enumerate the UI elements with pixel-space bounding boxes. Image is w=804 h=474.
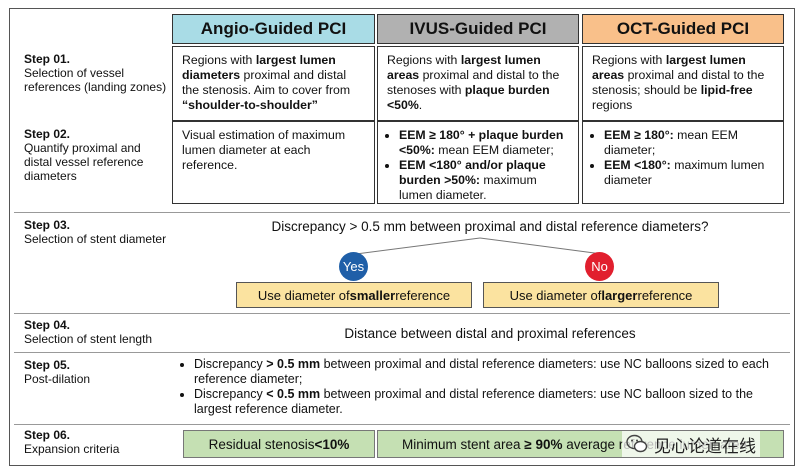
step1-oct-box: Regions with largest lumen areas proxima…	[582, 46, 784, 121]
header-oct: OCT-Guided PCI	[582, 14, 784, 44]
step-description: Selection of stent length	[24, 332, 153, 346]
step1-angio-box: Regions with largest lumen diameters pro…	[172, 46, 375, 121]
smaller-reference-box: Use diameter of smaller reference	[236, 282, 472, 308]
step-05-label: Step 05. Post-dilation	[24, 358, 184, 386]
step-description: Expansion criteria	[24, 442, 120, 456]
step2-angio-box: Visual estimation of maximum lumen diame…	[172, 121, 375, 204]
step-number: Step 04.	[24, 318, 71, 332]
separator	[14, 352, 790, 353]
header-ivus: IVUS-Guided PCI	[377, 14, 579, 44]
step-03-label: Step 03. Selection of stent diameter	[24, 218, 184, 246]
step-description: Quantify proximal and distal vessel refe…	[24, 141, 144, 183]
step-06-label: Step 06. Expansion criteria	[24, 428, 184, 456]
list-item: Discrepancy > 0.5 mm between proximal an…	[194, 357, 785, 387]
watermark: 见心论道在线	[622, 431, 760, 457]
yes-circle: Yes	[339, 252, 368, 281]
separator	[14, 424, 790, 425]
list-item: EEM ≥ 180°: mean EEM diameter;	[604, 128, 774, 158]
residual-stenosis-box: Residual stenosis <10%	[183, 430, 375, 458]
list-item: EEM ≥ 180° + plaque burden <50%: mean EE…	[399, 128, 572, 158]
separator	[14, 212, 790, 213]
larger-reference-box: Use diameter of larger reference	[483, 282, 719, 308]
step-number: Step 01.	[24, 52, 71, 66]
decision-arrows	[355, 237, 603, 255]
step-02-label: Step 02. Quantify proximal and distal ve…	[24, 127, 169, 183]
arrow-to-no	[479, 237, 603, 255]
step-number: Step 02.	[24, 127, 71, 141]
step-04-label: Step 04. Selection of stent length	[24, 318, 184, 346]
step2-ivus-box: EEM ≥ 180° + plaque burden <50%: mean EE…	[377, 121, 579, 204]
step3-question: Discrepancy > 0.5 mm between proximal an…	[271, 219, 709, 234]
watermark-text: 见心论道在线	[654, 436, 756, 456]
separator	[14, 313, 790, 314]
list-item: EEM <180°: maximum lumen diameter	[604, 158, 774, 188]
header-angio: Angio-Guided PCI	[172, 14, 375, 44]
step-description: Selection of stent diameter	[24, 232, 167, 246]
step-number: Step 06.	[24, 428, 71, 442]
no-circle: No	[585, 252, 614, 281]
arrow-to-yes	[355, 237, 481, 255]
list-item: Discrepancy < 0.5 mm between proximal an…	[194, 387, 785, 417]
step5-list: Discrepancy > 0.5 mm between proximal an…	[180, 357, 785, 417]
step-description: Selection of vessel references (landing …	[24, 66, 167, 94]
step1-ivus-box: Regions with largest lumen areas proxima…	[377, 46, 579, 121]
step-description: Post-dilation	[24, 372, 91, 386]
figure-frame	[9, 8, 795, 466]
list-item: EEM <180° and/or plaque burden >50%: max…	[399, 158, 572, 203]
step-number: Step 03.	[24, 218, 71, 232]
step4-text: Distance between distal and proximal ref…	[344, 326, 636, 341]
wechat-icon	[626, 434, 648, 453]
step-number: Step 05.	[24, 358, 71, 372]
step-01-label: Step 01. Selection of vessel references …	[24, 52, 169, 94]
step2-oct-box: EEM ≥ 180°: mean EEM diameter; EEM <180°…	[582, 121, 784, 204]
